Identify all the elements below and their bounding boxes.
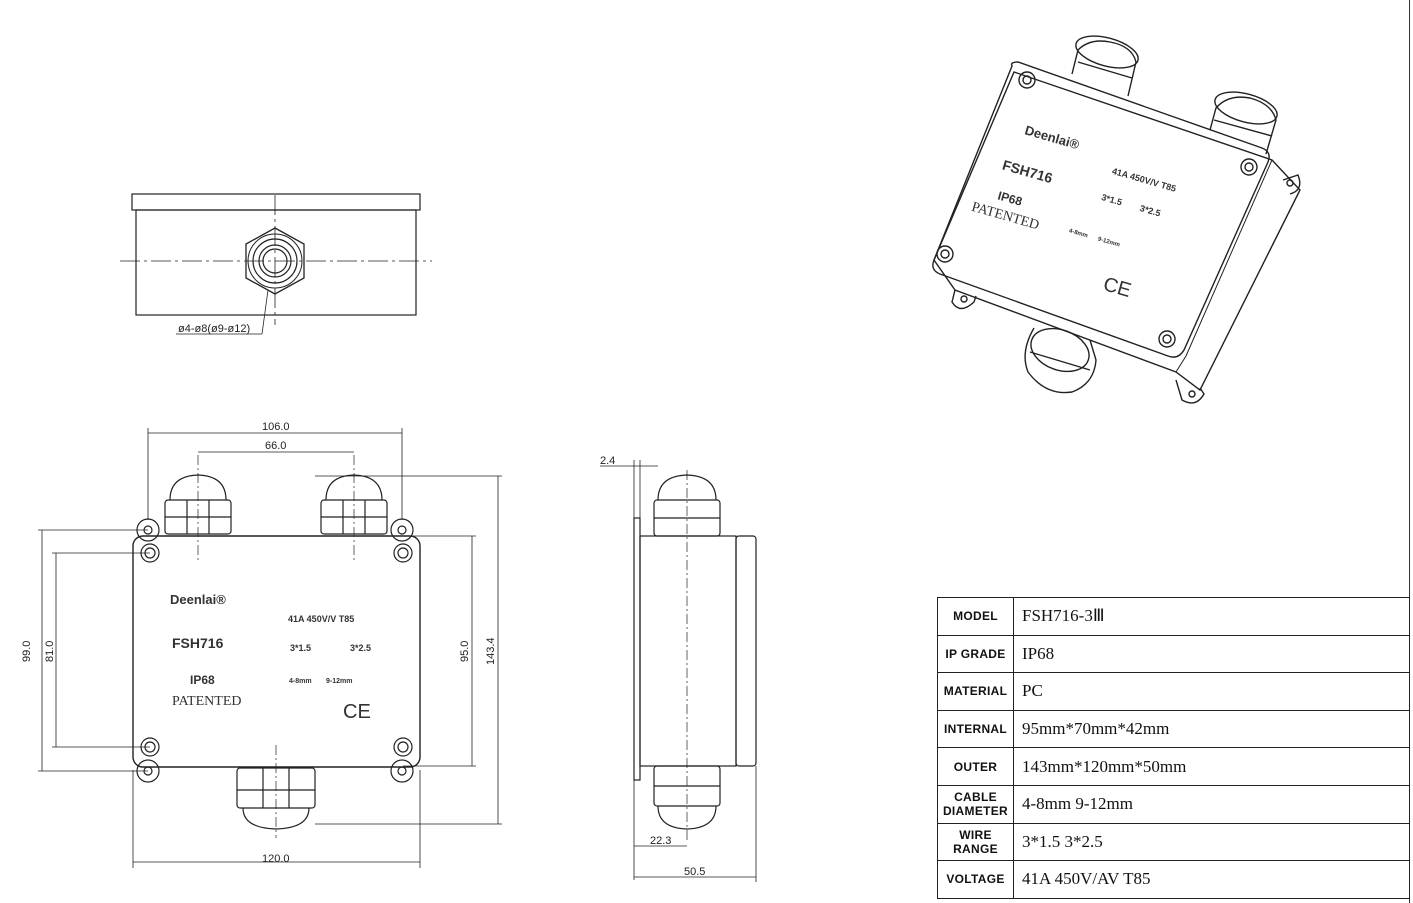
iso-brand: Deenlai® xyxy=(1023,122,1081,152)
wire-size-b: 3*2.5 xyxy=(350,643,371,653)
front-view: Deenlai® 41A 450V/V T85 FSH716 3*1.5 3*2… xyxy=(21,421,502,868)
spec-key: CABLE DIAMETER xyxy=(937,784,1014,824)
spec-row: OUTER 143mm*120mm*50mm xyxy=(937,747,1410,786)
dim-81: 81.0 xyxy=(44,641,56,662)
spec-row: CABLE DIAMETER 4-8mm 9-12mm xyxy=(937,784,1410,824)
gland-note: ø4-ø8(ø9-ø12) xyxy=(178,323,250,335)
spec-table: MODEL FSH716-3Ⅲ IP GRADE IP68 MATERIAL P… xyxy=(937,597,1410,899)
front-dimensions xyxy=(38,428,502,868)
cable-size-a: 4-8mm xyxy=(289,678,312,685)
spec-value: 41A 450V/AV T85 xyxy=(1013,860,1410,899)
iso-gland-3 xyxy=(1024,327,1097,394)
dim-66: 66.0 xyxy=(265,440,286,452)
spec-key: MODEL xyxy=(937,597,1014,636)
spec-row: VOLTAGE 41A 450V/AV T85 xyxy=(937,860,1410,899)
iso-ce: CE xyxy=(1101,273,1134,302)
spec-key: VOLTAGE xyxy=(937,860,1014,899)
spec-row: MATERIAL PC xyxy=(937,672,1410,711)
isometric-view: Deenlai® FSH716 IP68 PATENTED 41A 450V/V… xyxy=(932,35,1301,404)
ip-mark: IP68 xyxy=(190,673,215,687)
iso-patented: PATENTED xyxy=(970,200,1041,234)
side-dimensions xyxy=(600,460,757,882)
dim-106: 106.0 xyxy=(262,421,290,433)
iso-wire-b: 3*2.5 xyxy=(1139,203,1162,218)
dim-99: 99.0 xyxy=(21,641,33,662)
iso-rating: 41A 450V/V T85 xyxy=(1111,166,1177,194)
cable-size-b: 9-12mm xyxy=(326,678,352,685)
spec-row: WIRE RANGE 3*1.5 3*2.5 xyxy=(937,822,1410,862)
iso-ip: IP68 xyxy=(996,189,1024,209)
iso-gland-1 xyxy=(1071,35,1139,97)
patented-mark: PATENTED xyxy=(172,694,242,709)
spec-value: FSH716-3Ⅲ xyxy=(1013,597,1410,636)
dim-50-5: 50.5 xyxy=(684,866,705,878)
spec-row: IP GRADE IP68 xyxy=(937,634,1410,674)
spec-row: INTERNAL 95mm*70mm*42mm xyxy=(937,709,1410,749)
ce-mark: CE xyxy=(343,701,371,723)
top-elevation-view: ø4-ø8(ø9-ø12) xyxy=(120,193,432,335)
spec-value: PC xyxy=(1013,672,1410,711)
dim-2-4: 2.4 xyxy=(600,455,615,467)
rating-mark: 41A 450V/V T85 xyxy=(288,614,354,624)
spec-key: WIRE RANGE xyxy=(937,822,1014,862)
brand-mark: Deenlai® xyxy=(170,592,226,607)
spec-value: 4-8mm 9-12mm xyxy=(1013,784,1410,824)
sheet-border-right xyxy=(1409,0,1410,903)
spec-value: 3*1.5 3*2.5 xyxy=(1013,822,1410,862)
iso-gland-2 xyxy=(1209,91,1278,155)
spec-key: INTERNAL xyxy=(937,709,1014,749)
dim-143: 143.4 xyxy=(485,637,497,665)
iso-cable-b: 9-12mm xyxy=(1097,237,1120,249)
wire-size-a: 3*1.5 xyxy=(290,643,311,653)
side-view: 2.4 22.3 50.5 xyxy=(600,455,757,882)
spec-value: 143mm*120mm*50mm xyxy=(1013,747,1410,786)
dim-22-3: 22.3 xyxy=(650,835,671,847)
spec-value: IP68 xyxy=(1013,634,1410,674)
spec-row: MODEL FSH716-3Ⅲ xyxy=(937,597,1410,636)
dim-120: 120.0 xyxy=(262,853,290,865)
spec-key: OUTER xyxy=(937,747,1014,786)
spec-key: IP GRADE xyxy=(937,634,1014,674)
iso-wire-a: 3*1.5 xyxy=(1100,192,1123,207)
iso-model: FSH716 xyxy=(1001,157,1055,187)
model-mark: FSH716 xyxy=(172,635,224,651)
spec-value: 95mm*70mm*42mm xyxy=(1013,709,1410,749)
dim-95: 95.0 xyxy=(459,641,471,662)
spec-key: MATERIAL xyxy=(937,672,1014,711)
iso-cable-a: 4-8mm xyxy=(1068,228,1088,239)
